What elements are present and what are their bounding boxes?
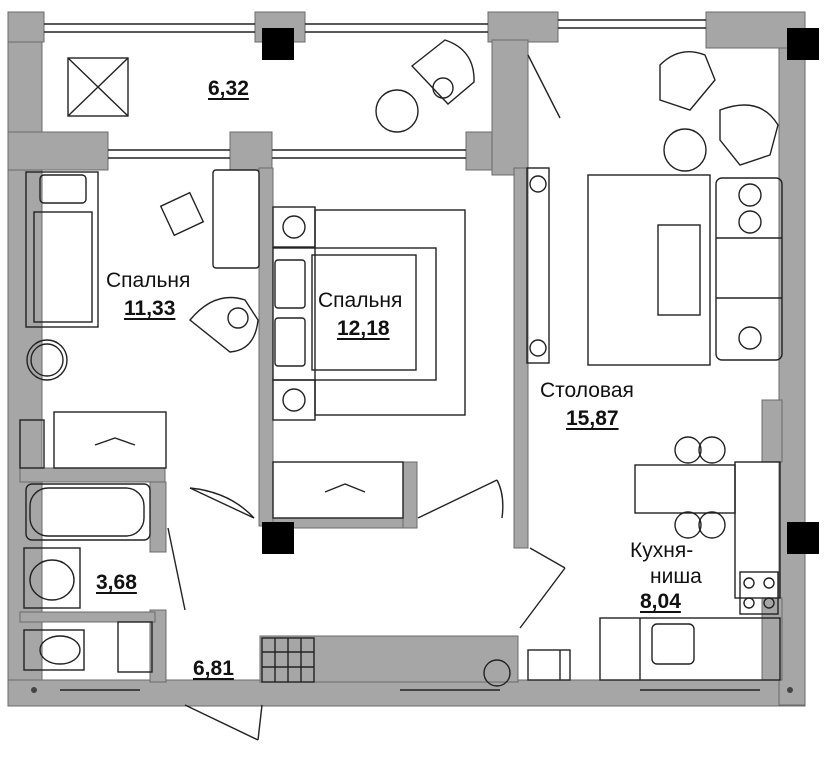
kitchen-name-line2: ниша: [650, 565, 702, 588]
bedroom-1-furniture: [19, 169, 260, 469]
bedroom-1-area: 11,33: [124, 297, 176, 320]
doors: [167, 479, 566, 741]
balcony-furniture: [67, 39, 561, 133]
bedroom-2-name: Спальня: [318, 289, 403, 312]
kitchen-area: 8,04: [640, 590, 681, 613]
kitchen-name-line1: Кухня-: [630, 539, 694, 562]
bedroom-2-furniture: [272, 206, 466, 519]
bedroom-1-name: Спальня: [106, 269, 191, 292]
bedroom-2-area: 12,18: [337, 317, 390, 340]
dining-furniture: [526, 51, 783, 539]
hallway-fixtures: [261, 637, 511, 687]
bathroom-fixtures: [23, 483, 153, 673]
dining-area: 15,87: [566, 407, 619, 430]
windows: [44, 19, 760, 691]
dining-name: Столовая: [540, 379, 634, 402]
columns: [262, 28, 819, 554]
small-markers: [31, 687, 793, 693]
bathroom-area: 3,68: [96, 571, 137, 594]
balcony-area: 6,32: [208, 77, 249, 100]
kitchen-units: [527, 461, 781, 681]
hallway-area: 6,81: [193, 657, 234, 680]
